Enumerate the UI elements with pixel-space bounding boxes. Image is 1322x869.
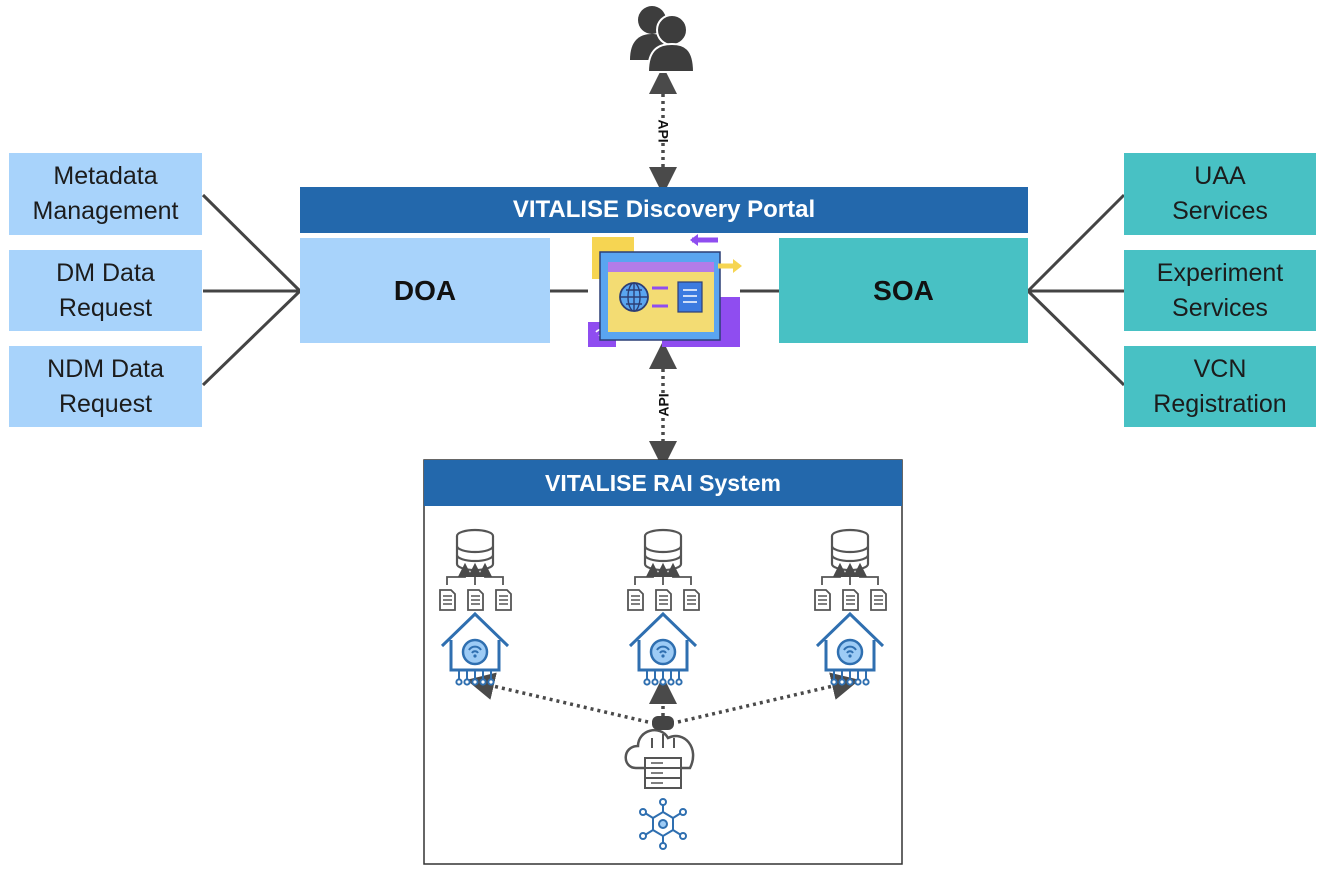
metadata-management-box: Metadata Management xyxy=(9,153,202,235)
document-icon xyxy=(627,589,644,611)
vcn-registration-label: VCN Registration xyxy=(1153,354,1287,418)
rai-system-title: VITALISE RAI System xyxy=(544,469,782,496)
discovery-portal-banner: VITALISE Discovery Portal xyxy=(300,187,1028,233)
database-icon xyxy=(455,528,495,572)
database-icon xyxy=(643,528,683,572)
ndm-data-request-label: NDM Data Request xyxy=(47,354,164,418)
database-icon xyxy=(830,528,870,572)
document-icon xyxy=(495,589,512,611)
web-portal-icon xyxy=(588,234,742,347)
ndm-data-request-box: NDM Data Request xyxy=(9,346,202,427)
document-icon xyxy=(683,589,700,611)
smart-home-icon xyxy=(815,612,885,687)
smart-home-icon xyxy=(628,612,698,687)
vcn-registration-box: VCN Registration xyxy=(1124,346,1316,427)
dm-data-request-box: DM Data Request xyxy=(9,250,202,331)
soa-box: SOA xyxy=(779,238,1028,343)
api-top-label-wrap: API xyxy=(644,119,684,143)
rai-node-right xyxy=(814,528,887,687)
discovery-portal-title: VITALISE Discovery Portal xyxy=(512,196,816,223)
left-connector-lines xyxy=(201,193,1126,387)
api-top-label: API xyxy=(656,119,672,143)
experiment-services-label: Experiment Services xyxy=(1156,258,1284,322)
dm-data-request-label: DM Data Request xyxy=(56,258,155,322)
api-bottom-label-wrap: API xyxy=(644,393,684,417)
rai-system-banner: VITALISE RAI System xyxy=(424,460,902,506)
document-icon xyxy=(870,589,887,611)
document-icon xyxy=(655,589,672,611)
document-icon xyxy=(467,589,484,611)
doa-box: DOA xyxy=(300,238,550,343)
metadata-management-label: Metadata Management xyxy=(32,162,179,225)
smart-home-icon xyxy=(440,612,510,687)
users-icon xyxy=(630,6,696,73)
blockchain-icon xyxy=(639,798,687,850)
cloud-server-icon xyxy=(624,716,695,789)
document-icon xyxy=(439,589,456,611)
document-icon xyxy=(842,589,859,611)
document-icon xyxy=(814,589,831,611)
uaa-services-box: UAA Services xyxy=(1124,153,1316,235)
doa-label: DOA xyxy=(393,274,457,306)
rai-node-left xyxy=(439,528,512,687)
api-bottom-label: API xyxy=(656,393,672,417)
uaa-services-label: UAA Services xyxy=(1172,162,1268,225)
rai-node-center xyxy=(627,528,700,687)
soa-label: SOA xyxy=(873,274,934,306)
experiment-services-box: Experiment Services xyxy=(1124,250,1316,331)
